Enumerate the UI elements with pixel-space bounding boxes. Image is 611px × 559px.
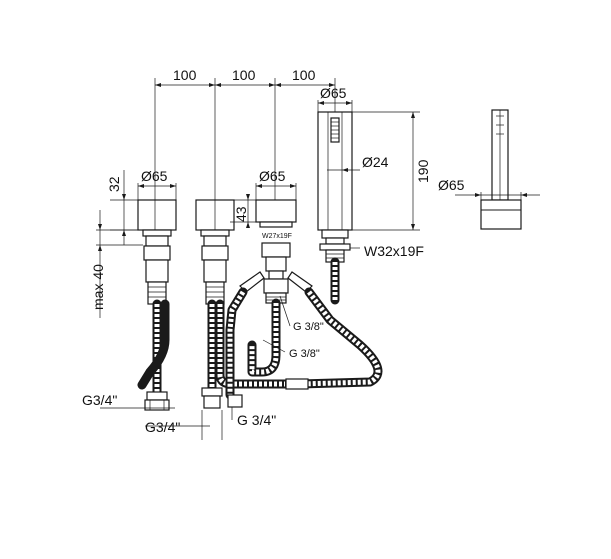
shower-top-diameter: Ø65: [320, 85, 347, 101]
inlet-left-label: G3/4": [82, 392, 117, 408]
spacing-label-2: 100: [232, 67, 256, 83]
spacing-label-1: 100: [173, 67, 197, 83]
inlet-right-label: G 3/4": [237, 412, 276, 428]
hose-thread-1: G 3/8": [293, 321, 324, 333]
hand-shower: [317, 100, 420, 263]
shower-connector-label: W32x19F: [364, 243, 424, 259]
max-depth-dimension: [96, 210, 143, 318]
hose-thread-2: G 3/8": [289, 348, 320, 360]
bottom-fittings: [144, 387, 243, 411]
spacing-dimension-lines: [154, 78, 336, 200]
max-depth-label: max 40: [90, 264, 106, 310]
leader-lines: [100, 295, 291, 440]
left-handle-diameter: Ø65: [141, 168, 168, 184]
diverter-height: 43: [233, 206, 249, 222]
left-handle-height: 32: [106, 176, 122, 192]
inlet-left-bottom-label: G3/4": [145, 419, 180, 435]
diverter-body: [230, 183, 313, 304]
middle-handle: [195, 199, 235, 305]
left-handle: [110, 170, 177, 305]
hoses: [137, 257, 383, 400]
diverter-connector: W27x19F: [262, 233, 292, 240]
diverter-diameter: Ø65: [259, 168, 286, 184]
shower-diameter-label: Ø24: [362, 154, 389, 170]
spacing-label-3: 100: [292, 67, 316, 83]
side-view: [455, 109, 540, 230]
shower-height-label: 190: [415, 159, 431, 183]
side-view-diameter: Ø65: [438, 177, 465, 193]
